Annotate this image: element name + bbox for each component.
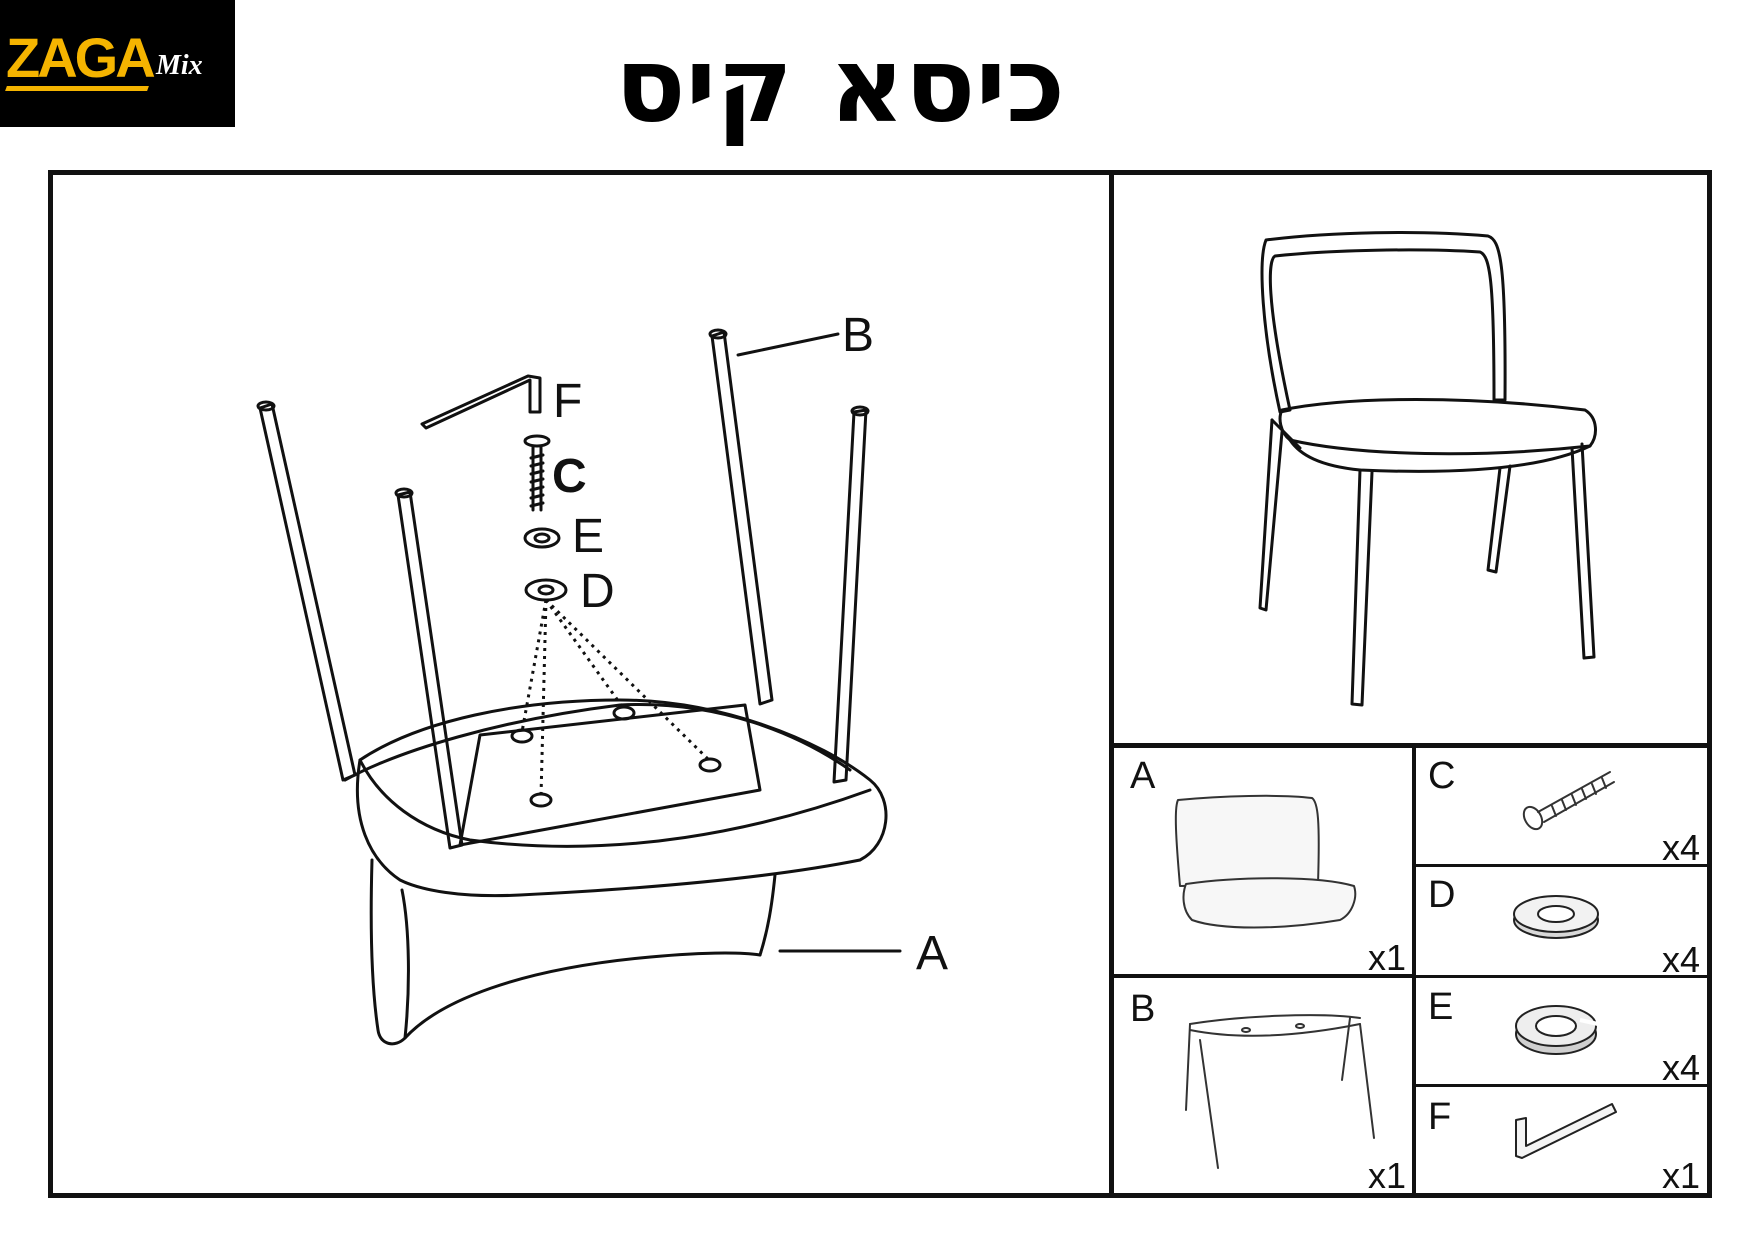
leg [258,402,357,782]
divider [1412,864,1712,867]
leg [710,330,774,706]
leg [396,490,464,850]
backrest-side [758,873,777,957]
frame-rail-inner [458,703,762,847]
backrest-rim [400,888,410,1040]
part-label-f: F [1428,1096,1452,1138]
allen-key [420,374,542,430]
callout-a: A [916,927,949,980]
leg [832,408,868,784]
chair-leg [1486,464,1512,574]
chair-leg [1570,442,1596,660]
part-label-c: C [1428,755,1456,797]
callout-f: F [553,375,583,428]
brand-logo: ZAGA Mix [0,0,235,127]
brand-name: ZAGA [6,26,156,89]
chair-leg [1350,468,1374,707]
part-qty-d: x4 [1661,939,1700,980]
mount-hole [510,728,534,744]
mount-hole [698,757,722,773]
callout-b: B [842,309,875,362]
part-qty-e: x4 [1661,1047,1700,1088]
chair-backrest [1260,231,1507,414]
assembly-diagram-panel [48,170,1114,1198]
seat-cushion [355,698,888,898]
callout-c: C [552,450,587,503]
divider [1412,1084,1712,1087]
part-label-b: B [1130,988,1156,1030]
part-label-a: A [1130,755,1156,797]
bolt-head [523,434,551,448]
brand-suffix: Mix [156,50,203,81]
page-title: כיסא קיס [614,24,1066,146]
backrest [369,858,762,1046]
part-qty-c: x4 [1661,827,1700,868]
part-label-d: D [1428,874,1456,916]
divider [1412,975,1712,978]
mount-hole [612,705,636,721]
seat-cushion-edge [358,758,872,848]
divider [1412,743,1416,1198]
callout-e: E [572,510,605,563]
part-qty-b: x1 [1367,1155,1406,1196]
spring-washer [523,527,561,549]
divider [1114,974,1412,978]
part-qty-f: x1 [1661,1155,1700,1196]
part-qty-a: x1 [1367,937,1406,978]
part-label-e: E [1428,986,1454,1028]
chair-leg [1258,418,1284,612]
callout-d: D [580,565,615,618]
